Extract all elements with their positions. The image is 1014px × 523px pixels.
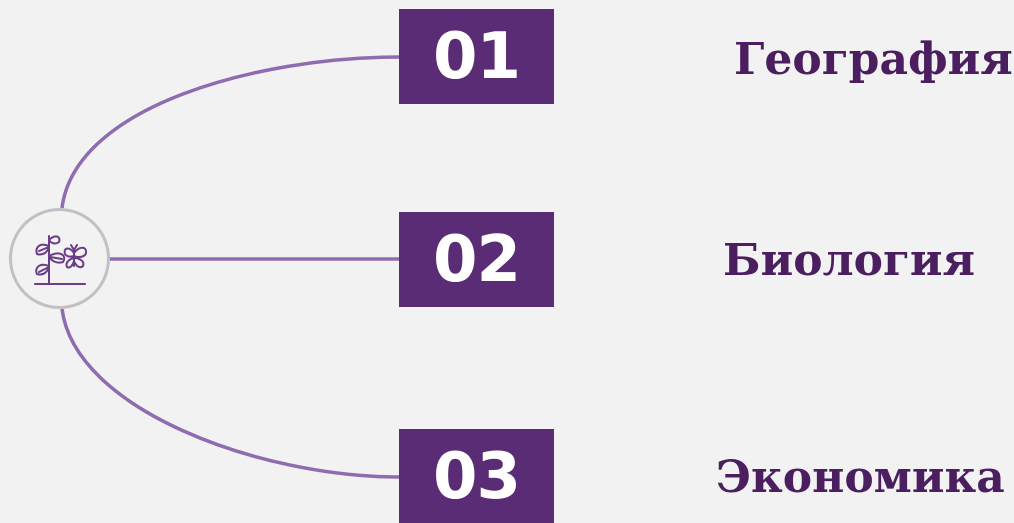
- item-label: География: [734, 34, 1013, 85]
- item-label: Биология: [723, 235, 976, 286]
- item-number: 01: [432, 19, 521, 94]
- connector-line-1: [60, 55, 400, 209]
- item-number-box: 02: [399, 212, 554, 307]
- item-label: Экономика: [716, 452, 1005, 503]
- item-number: 02: [432, 222, 521, 297]
- hub-circle: [9, 208, 110, 309]
- item-number: 03: [432, 439, 521, 514]
- item-number-box: 03: [399, 429, 554, 523]
- plant-butterfly-icon: [33, 234, 87, 285]
- connector-line-3: [60, 308, 400, 479]
- item-number-box: 01: [399, 9, 554, 104]
